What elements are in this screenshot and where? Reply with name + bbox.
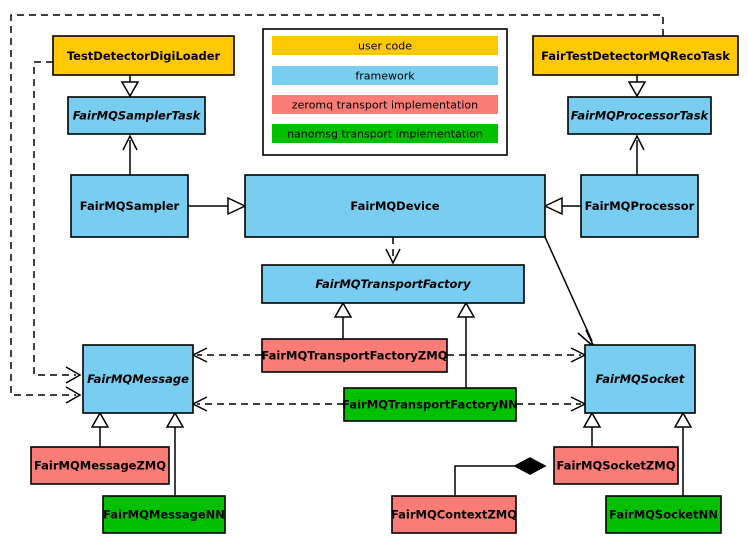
legend-label-framework: framework bbox=[355, 70, 415, 83]
node-fairmqsocketnn[interactable]: FairMQSocketNN bbox=[605, 495, 722, 534]
arrowhead-socketzmq-socket bbox=[582, 411, 602, 428]
nodes: TestDetectorDigiLoader FairTestDetectorM… bbox=[30, 35, 739, 534]
node-fairmqdevice[interactable]: FairMQDevice bbox=[244, 174, 546, 238]
node-box[interactable] bbox=[70, 174, 189, 238]
node-label: FairMQMessage bbox=[87, 372, 189, 386]
node-box[interactable] bbox=[532, 35, 739, 76]
node-testdetectordigiloader[interactable]: TestDetectorDigiLoader bbox=[52, 35, 235, 76]
node-box[interactable] bbox=[605, 495, 722, 534]
diamond-contextzmq-socketzmq bbox=[513, 457, 547, 475]
node-box[interactable] bbox=[30, 446, 170, 485]
node-box[interactable] bbox=[343, 387, 517, 422]
legend-label-nanomsg: nanomsg transport implementation bbox=[287, 128, 483, 141]
node-fairmqtransportfactorynn[interactable]: FairMQTransportFactoryNN bbox=[342, 387, 518, 422]
legend-item-framework: framework bbox=[272, 66, 498, 85]
node-fairmqsocketzmq[interactable]: FairMQSocketZMQ bbox=[553, 446, 679, 485]
node-label: FairMQMessageZMQ bbox=[34, 459, 166, 473]
arrowhead-sampler-device bbox=[227, 196, 247, 216]
arrowhead-samplertask-digiloader bbox=[120, 81, 140, 98]
edge-digiloader-to-message bbox=[33, 61, 76, 376]
node-box[interactable] bbox=[261, 264, 525, 304]
node-box[interactable] bbox=[584, 344, 696, 414]
legend-item-zeromq: zeromq transport implementation bbox=[272, 95, 498, 114]
node-fairmqmessagezmq[interactable]: FairMQMessageZMQ bbox=[30, 446, 170, 485]
node-box[interactable] bbox=[567, 96, 712, 135]
node-label: FairMQTransportFactory bbox=[315, 277, 471, 291]
node-label: FairMQDevice bbox=[350, 199, 439, 213]
arrowhead-socketnn-socket bbox=[673, 411, 693, 428]
arrowhead-digiloader-message bbox=[65, 366, 82, 384]
node-label: FairMQContextZMQ bbox=[391, 508, 517, 522]
arrowhead-device-transportfactory bbox=[385, 248, 401, 265]
node-fairmqmessagenn[interactable]: FairMQMessageNN bbox=[102, 495, 226, 534]
legend-swatch-framework bbox=[272, 66, 498, 85]
node-label: FairMQTransportFactoryZMQ bbox=[261, 349, 447, 363]
legend-panel: user code framework zeromq transport imp… bbox=[262, 28, 508, 156]
node-fairmqprocessor[interactable]: FairMQProcessor bbox=[580, 174, 699, 238]
legend-label-zeromq: zeromq transport implementation bbox=[292, 99, 478, 112]
node-label: FairMQProcessorTask bbox=[571, 109, 710, 123]
node-fairmqsamplertask[interactable]: FairMQSamplerTask bbox=[67, 96, 206, 135]
node-box[interactable] bbox=[580, 174, 699, 238]
edge-contextzmq-to-socketzmq bbox=[454, 465, 530, 496]
node-box[interactable] bbox=[244, 174, 546, 238]
node-box[interactable] bbox=[102, 495, 226, 534]
node-label: FairMQSocketNN bbox=[609, 508, 718, 522]
node-fairmqmessage[interactable]: FairMQMessage bbox=[82, 344, 194, 414]
arrowhead-messagenn-message bbox=[165, 411, 185, 428]
node-label: FairTestDetectorMQRecoTask bbox=[541, 49, 730, 63]
node-fairmqprocessortask[interactable]: FairMQProcessorTask bbox=[567, 96, 712, 135]
arrowhead-tfnn-tf bbox=[456, 301, 476, 318]
node-box[interactable] bbox=[261, 338, 448, 373]
node-fairmqsampler[interactable]: FairMQSampler bbox=[70, 174, 189, 238]
node-label: FairMQSocket bbox=[596, 372, 685, 386]
edge-device-to-socket bbox=[544, 236, 593, 342]
legend-item-user-code: user code bbox=[272, 36, 498, 55]
node-fairtestdetectormqrecotask[interactable]: FairTestDetectorMQRecoTask bbox=[532, 35, 739, 76]
frame-dependency-lines bbox=[10, 14, 664, 404]
node-box[interactable] bbox=[52, 35, 235, 76]
legend-label-user-code: user code bbox=[358, 40, 412, 53]
arrowhead-processor-device bbox=[543, 196, 563, 216]
arrowhead-tfzmq-tf bbox=[333, 301, 353, 318]
node-fairmqsocket[interactable]: FairMQSocket bbox=[584, 344, 696, 414]
node-label: TestDetectorDigiLoader bbox=[67, 49, 221, 63]
edges bbox=[90, 75, 693, 496]
node-box[interactable] bbox=[391, 495, 517, 534]
arrowhead-recotask-message bbox=[65, 386, 82, 404]
arrowhead-processor-processortask bbox=[629, 134, 645, 151]
node-fairmqtransportfactoryzmq[interactable]: FairMQTransportFactoryZMQ bbox=[261, 338, 448, 373]
node-box[interactable] bbox=[553, 446, 679, 485]
arrowhead-processortask-recotask bbox=[627, 81, 647, 98]
legend-item-nanomsg: nanomsg transport implementation bbox=[272, 124, 498, 143]
legend-swatch-zeromq bbox=[272, 95, 498, 114]
node-fairmqcontextzmq[interactable]: FairMQContextZMQ bbox=[391, 495, 517, 534]
node-label: FairMQMessageNN bbox=[103, 508, 225, 522]
node-label: FairMQSampler bbox=[80, 199, 180, 213]
edge-recotask-to-message bbox=[10, 14, 664, 396]
node-label: FairMQTransportFactoryNN bbox=[342, 398, 518, 412]
node-label: FairMQSamplerTask bbox=[73, 109, 202, 123]
legend-swatch-nanomsg bbox=[272, 124, 498, 143]
node-label: FairMQSocketZMQ bbox=[557, 459, 676, 473]
node-label: FairMQProcessor bbox=[585, 199, 695, 213]
node-fairmqtransportfactory[interactable]: FairMQTransportFactory bbox=[261, 264, 525, 304]
node-box[interactable] bbox=[82, 344, 194, 414]
node-box[interactable] bbox=[67, 96, 206, 135]
legend-swatch-user-code bbox=[272, 36, 498, 55]
arrowhead-sampler-samplertask bbox=[122, 134, 138, 151]
arrowhead-messagezmq-message bbox=[90, 411, 110, 428]
